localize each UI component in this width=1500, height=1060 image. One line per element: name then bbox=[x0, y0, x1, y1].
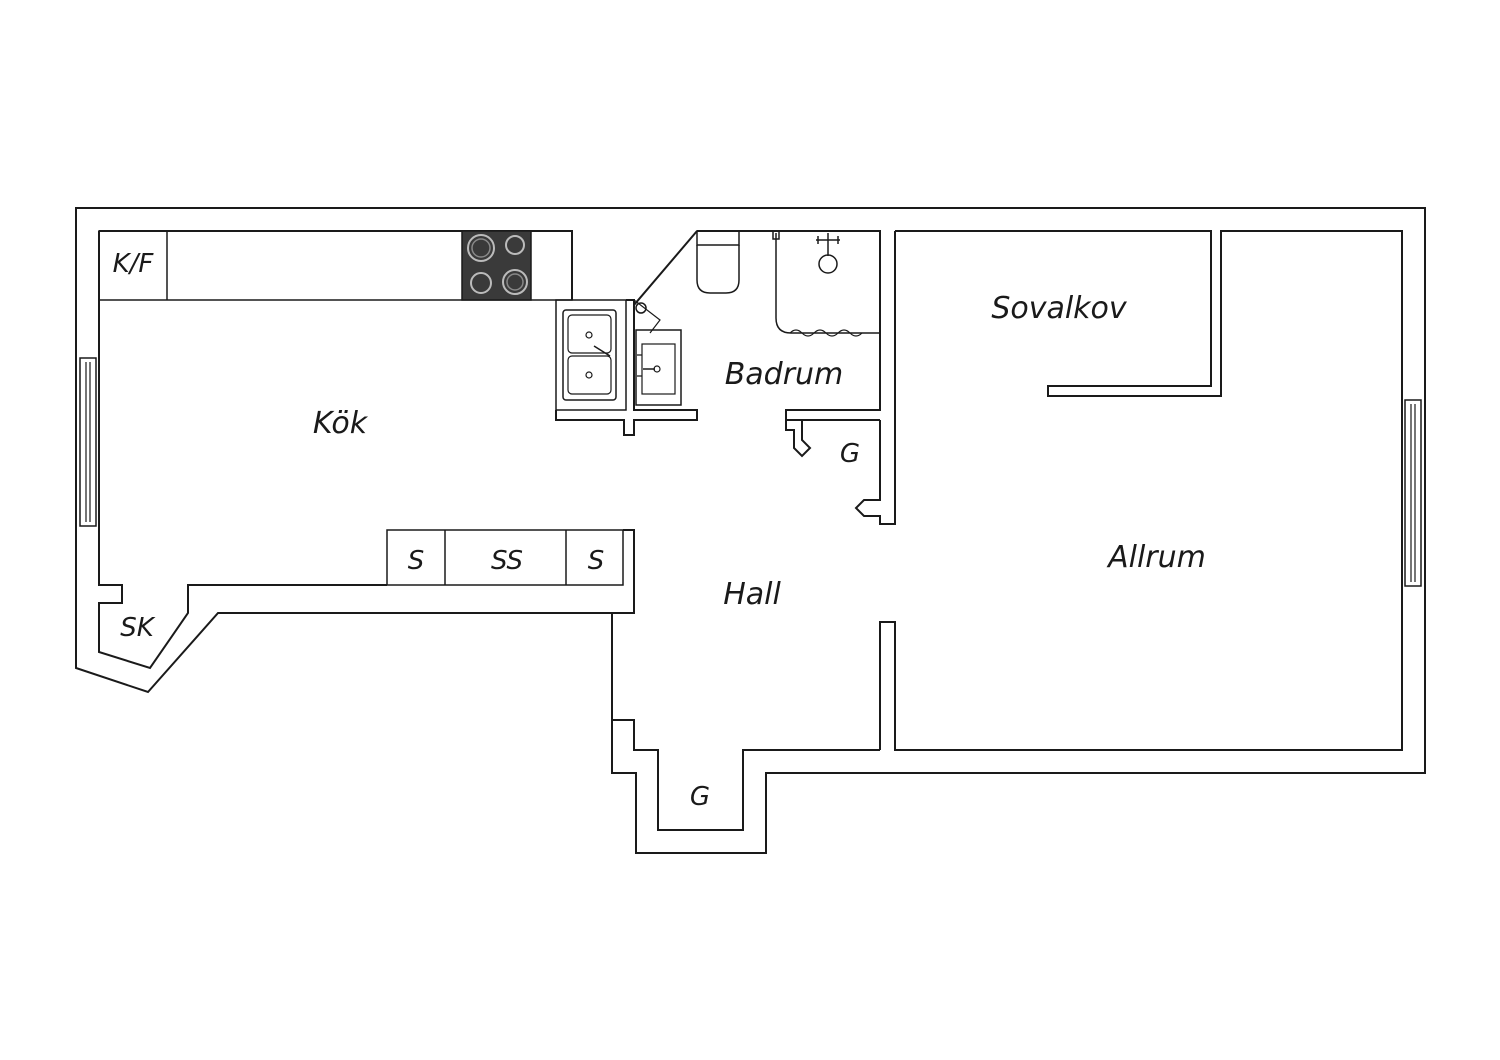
stove-icon bbox=[461, 230, 532, 301]
outer-wall-outline bbox=[75, 207, 1426, 854]
bedroom-living-wall bbox=[879, 230, 1403, 751]
shower-icon bbox=[772, 230, 880, 337]
closet-label-inner: G bbox=[840, 439, 860, 469]
room-label-hall: Hall bbox=[723, 577, 781, 612]
closet-wall bbox=[785, 231, 896, 525]
toilet-icon bbox=[696, 230, 740, 294]
storage-cabinet-label: SK bbox=[120, 613, 156, 643]
entry-closet-wall bbox=[612, 719, 880, 831]
closet-label-entry: G bbox=[690, 782, 710, 812]
kitchen-window bbox=[79, 357, 97, 527]
room-label-bedroom-alcove: Sovalkov bbox=[991, 291, 1128, 326]
wardrobe-label-left: S bbox=[408, 546, 425, 576]
bathroom-kitchen-partition bbox=[555, 299, 698, 436]
wardrobe-label-right: S bbox=[588, 546, 605, 576]
wardrobe-label-center: SS bbox=[491, 546, 523, 576]
room-label-bathroom: Badrum bbox=[725, 357, 844, 392]
washbasin-icon bbox=[633, 299, 682, 406]
room-label-living-room: Allrum bbox=[1106, 540, 1206, 575]
fridge-freezer-label: K/F bbox=[113, 249, 155, 279]
wardrobe-row bbox=[386, 529, 624, 586]
kitchen-counter bbox=[98, 230, 573, 301]
kitchen-sink-icon bbox=[555, 299, 627, 411]
room-label-kitchen: Kök bbox=[313, 406, 369, 441]
hall-partition bbox=[612, 529, 635, 614]
living-room-window bbox=[1404, 399, 1422, 587]
